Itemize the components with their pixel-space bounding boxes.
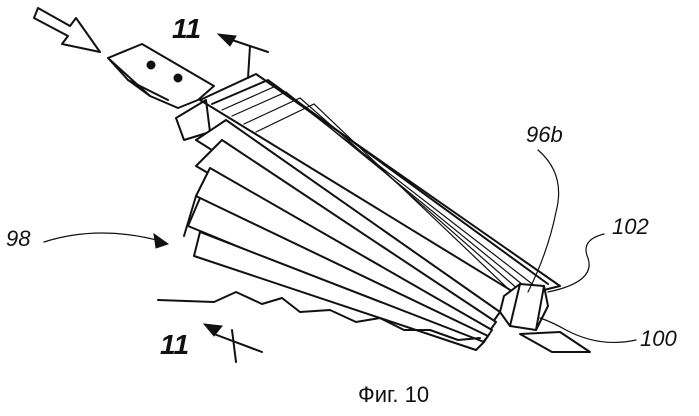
- ref-102-label: 102: [612, 214, 649, 239]
- ref-100-label: 100: [640, 326, 677, 351]
- figure-caption: Фиг. 10: [358, 382, 429, 407]
- distal-end-face: [500, 284, 590, 352]
- ref-102: 102: [548, 214, 649, 292]
- section-marker-bottom: 11: [160, 324, 262, 362]
- section-label-bottom: 11: [160, 329, 189, 360]
- ref-96b-label: 96b: [526, 122, 563, 147]
- ref-98-label: 98: [6, 226, 31, 251]
- input-arrow-icon: [34, 8, 100, 52]
- ref-98: 98: [6, 226, 168, 251]
- section-label-top: 11: [172, 13, 201, 44]
- blade-tip: [108, 44, 214, 108]
- section-marker-top: 11: [172, 13, 268, 78]
